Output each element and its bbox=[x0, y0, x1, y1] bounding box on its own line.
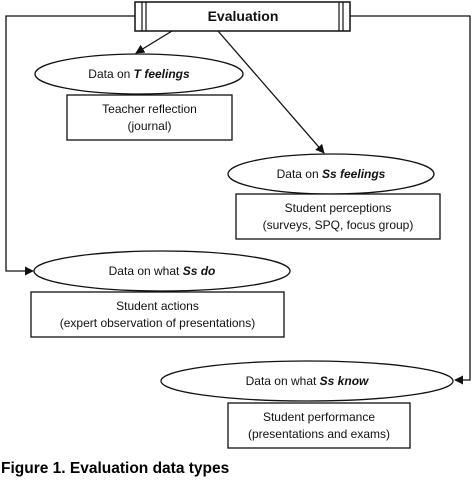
box-ss-know-line-2: (presentations and exams) bbox=[248, 427, 390, 441]
box-ss-know-line-1: Student performance bbox=[263, 410, 375, 424]
node-ss-know: Data on what Ss know Student performance… bbox=[160, 360, 454, 449]
box-ss-feelings bbox=[235, 193, 441, 240]
figure-caption: Figure 1. Evaluation data types bbox=[1, 460, 230, 477]
box-ss-do bbox=[30, 291, 285, 338]
ellipse-label-ss-do: Data on what Ss do bbox=[109, 264, 216, 278]
ellipse-ss-know bbox=[160, 360, 454, 402]
connector-to-ss-do bbox=[5, 15, 135, 276]
node-ss-feelings: Data on Ss feelings Student perceptions … bbox=[227, 153, 441, 240]
ellipse-label-ss-know: Data on what Ss know bbox=[246, 374, 369, 388]
evaluation-diagram: Evaluation Data on T feelings Teacher re… bbox=[5, 1, 471, 449]
box-ss-know bbox=[227, 402, 411, 449]
ellipse-label-t-feelings: Data on T feelings bbox=[88, 67, 190, 81]
evaluation-title: Evaluation bbox=[208, 8, 279, 24]
box-ss-do-line-1: Student actions bbox=[116, 299, 199, 313]
connector-to-ss-know bbox=[350, 15, 471, 385]
box-t-feelings-line-2: (journal) bbox=[127, 119, 171, 133]
connector-to-ss-feelings bbox=[217, 30, 325, 154]
node-t-feelings: Data on T feelings Teacher reflection (j… bbox=[34, 53, 244, 141]
box-t-feelings bbox=[66, 94, 233, 141]
evaluation-title-box: Evaluation bbox=[134, 1, 351, 32]
ellipse-label-ss-feelings: Data on Ss feelings bbox=[277, 167, 386, 181]
box-ss-feelings-line-2: (surveys, SPQ, focus group) bbox=[263, 218, 414, 232]
ellipse-ss-do bbox=[33, 250, 291, 292]
node-ss-do: Data on what Ss do Student actions (expe… bbox=[30, 250, 291, 338]
box-t-feelings-line-1: Teacher reflection bbox=[102, 102, 197, 116]
box-ss-do-line-2: (expert observation of presentations) bbox=[60, 316, 255, 330]
box-ss-feelings-line-1: Student perceptions bbox=[285, 201, 392, 215]
connector-to-t-feelings bbox=[135, 30, 173, 54]
ellipse-t-feelings bbox=[34, 53, 244, 95]
